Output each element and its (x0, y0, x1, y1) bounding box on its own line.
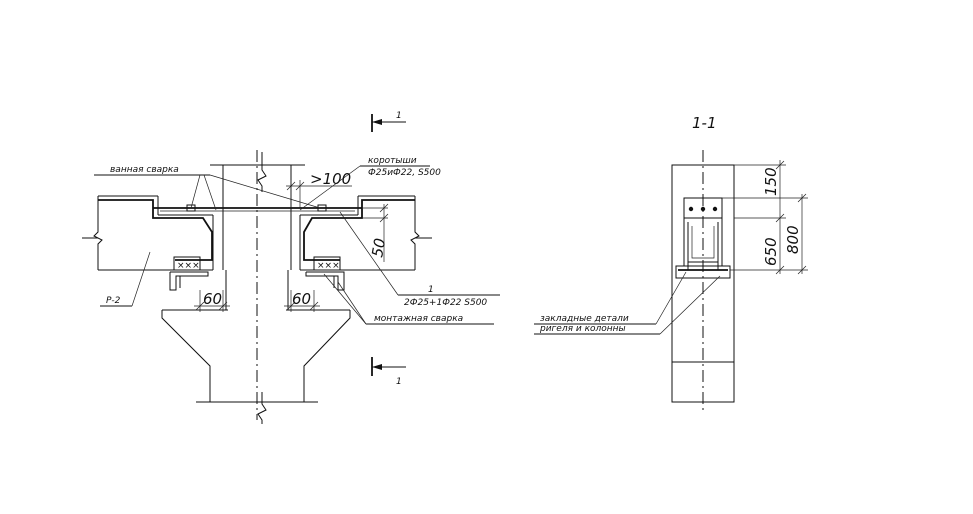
section-marker-bottom: 1 (371, 357, 406, 387)
short-bars-spec: Ф25иФ22, S500 (368, 168, 441, 178)
dim-60-left-group: 60 (194, 290, 230, 312)
section-1-1-view: 1-1 150 650 (534, 114, 808, 410)
column-lower (161, 270, 351, 424)
right-bearing-plate: ××× (305, 256, 345, 291)
dim-60-left: 60 (203, 290, 222, 308)
section-mark-bottom: 1 (396, 377, 402, 387)
section-mark-top: 1 (396, 111, 402, 121)
beam-label: Р-2 (106, 296, 121, 306)
short-bars-callout: коротыши Ф25иФ22, S500 (299, 156, 441, 211)
joint-elevation-view: ××× ××× 1 (82, 111, 500, 424)
rebar-number: 1 (428, 285, 434, 295)
section-dimensions: 150 650 800 (722, 160, 808, 275)
embedded-label-1: закладные детали (540, 314, 629, 324)
dim-60-right-group: 60 (284, 290, 320, 312)
mount-weld-callout: монтажная сварка (323, 273, 494, 325)
dim-overlap: >100 (310, 170, 351, 188)
weld-marks-left: ××× (177, 261, 200, 271)
dim-800: 800 (784, 225, 802, 254)
weld-marks-right: ××× (317, 261, 340, 271)
mount-weld-label: монтажная сварка (374, 314, 463, 324)
bath-weld-callout: ванная сварка (94, 165, 321, 211)
embedded-label-2: ригеля и колонны (539, 324, 626, 334)
rebar-spec: 2Ф25+1Ф22 S500 (404, 298, 487, 308)
dim-50-group: 50 (362, 203, 389, 262)
left-bearing-plate: ××× (169, 256, 209, 291)
embedded-parts-callout: закладные детали ригеля и колонны (534, 271, 721, 335)
short-bars-label: коротыши (368, 156, 417, 166)
rebar-callout: 1 2Ф25+1Ф22 S500 (339, 211, 500, 308)
dim-650: 650 (762, 237, 780, 266)
bath-weld-label: ванная сварка (110, 165, 179, 175)
section-marker-top: 1 (371, 111, 406, 132)
overlap-dimension: >100 (286, 170, 352, 208)
beam-mark-callout: Р-2 (100, 251, 151, 307)
dim-50: 50 (368, 237, 389, 259)
dim-150: 150 (762, 167, 780, 196)
dim-60-right: 60 (292, 290, 311, 308)
section-title: 1-1 (692, 114, 717, 132)
